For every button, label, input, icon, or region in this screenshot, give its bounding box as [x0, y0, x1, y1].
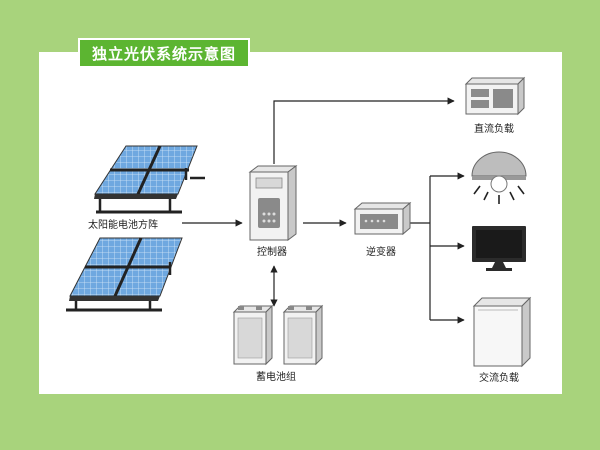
ac-load-label: 交流负载: [479, 371, 519, 384]
dc-load-device-icon: [464, 76, 526, 116]
inverter-label: 逆变器: [366, 245, 396, 258]
edge-controller-to-dc-load: [273, 97, 455, 164]
edge-inverter-branch: [410, 176, 431, 320]
inverter-icon: [353, 201, 412, 236]
controller-icon: [248, 165, 298, 241]
controller-label: 控制器: [257, 245, 287, 258]
battery-label: 蓄电池组: [256, 370, 296, 383]
ac-load-appliance-icon: [472, 296, 532, 368]
battery-icon: [232, 304, 324, 366]
solar-array-label: 太阳能电池方阵: [88, 218, 158, 231]
diagram-title: 独立光伏系统示意图: [78, 38, 250, 68]
solar-panel-icon: [66, 145, 205, 312]
lamp-icon: [471, 151, 527, 204]
dc-load-label: 直流负载: [474, 122, 514, 135]
connection-lines: [182, 97, 465, 324]
television-icon: [472, 226, 526, 271]
